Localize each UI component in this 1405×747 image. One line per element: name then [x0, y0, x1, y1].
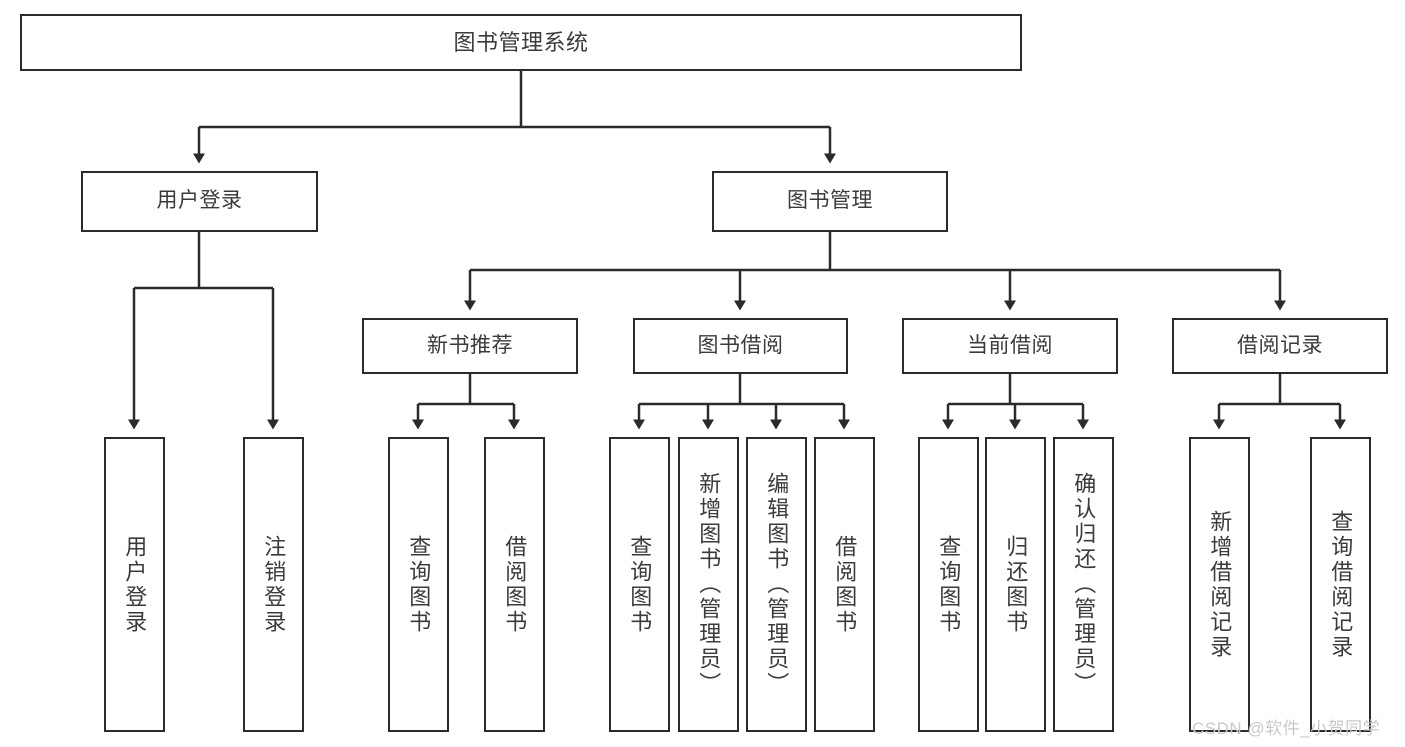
node-leaf-recommend-borrow-book-label: 借阅图书 [502, 534, 528, 635]
node-leaf-record-query[interactable]: 查询借阅记录 [1310, 437, 1371, 732]
csdn-watermark: CSDN @软件_小贺同学 [1192, 719, 1381, 738]
node-leaf-user-logout-label: 注销登录 [261, 534, 287, 635]
node-user-login[interactable]: 用户登录 [81, 171, 318, 232]
node-borrow-record[interactable]: 借阅记录 [1172, 318, 1388, 374]
node-book-management[interactable]: 图书管理 [712, 171, 948, 232]
node-leaf-borrow-query-book-label: 查询图书 [627, 534, 653, 635]
node-leaf-recommend-query-book-label: 查询图书 [406, 534, 432, 635]
node-leaf-borrow-borrow-book[interactable]: 借阅图书 [814, 437, 875, 732]
node-new-book-recommend-label: 新书推荐 [427, 333, 513, 357]
node-leaf-current-query-book-label: 查询图书 [936, 534, 962, 635]
node-current-borrow[interactable]: 当前借阅 [902, 318, 1118, 374]
node-leaf-record-add[interactable]: 新增借阅记录 [1189, 437, 1250, 732]
node-leaf-current-confirm-return-label: 确认归还（管理员） [1071, 472, 1097, 697]
node-borrow-record-label: 借阅记录 [1237, 333, 1323, 357]
node-leaf-current-query-book[interactable]: 查询图书 [918, 437, 979, 732]
node-book-borrow-label: 图书借阅 [697, 333, 784, 357]
node-leaf-current-return-book[interactable]: 归还图书 [985, 437, 1046, 732]
node-leaf-recommend-query-book[interactable]: 查询图书 [388, 437, 449, 732]
node-root-label: 图书管理系统 [453, 29, 589, 55]
node-new-book-recommend[interactable]: 新书推荐 [362, 318, 578, 374]
node-leaf-current-return-book-label: 归还图书 [1003, 534, 1029, 635]
node-leaf-borrow-add-book-label: 新增图书（管理员） [696, 472, 722, 697]
node-root[interactable]: 图书管理系统 [20, 14, 1022, 71]
node-leaf-user-logout[interactable]: 注销登录 [243, 437, 304, 732]
node-leaf-user-login[interactable]: 用户登录 [104, 437, 165, 732]
node-leaf-borrow-query-book[interactable]: 查询图书 [609, 437, 670, 732]
node-book-management-label: 图书管理 [787, 189, 873, 213]
node-book-borrow[interactable]: 图书借阅 [633, 318, 848, 374]
node-leaf-record-add-label: 新增借阅记录 [1207, 509, 1233, 660]
node-current-borrow-label: 当前借阅 [967, 333, 1053, 357]
node-leaf-borrow-edit-book-label: 编辑图书（管理员） [764, 472, 790, 697]
node-leaf-borrow-borrow-book-label: 借阅图书 [832, 534, 858, 635]
node-leaf-user-login-label: 用户登录 [122, 534, 148, 635]
node-leaf-record-query-label: 查询借阅记录 [1328, 509, 1354, 660]
node-user-login-label: 用户登录 [156, 189, 243, 213]
node-leaf-borrow-add-book[interactable]: 新增图书（管理员） [678, 437, 739, 732]
node-leaf-current-confirm-return[interactable]: 确认归还（管理员） [1053, 437, 1114, 732]
node-leaf-borrow-edit-book[interactable]: 编辑图书（管理员） [746, 437, 807, 732]
node-leaf-recommend-borrow-book[interactable]: 借阅图书 [484, 437, 545, 732]
